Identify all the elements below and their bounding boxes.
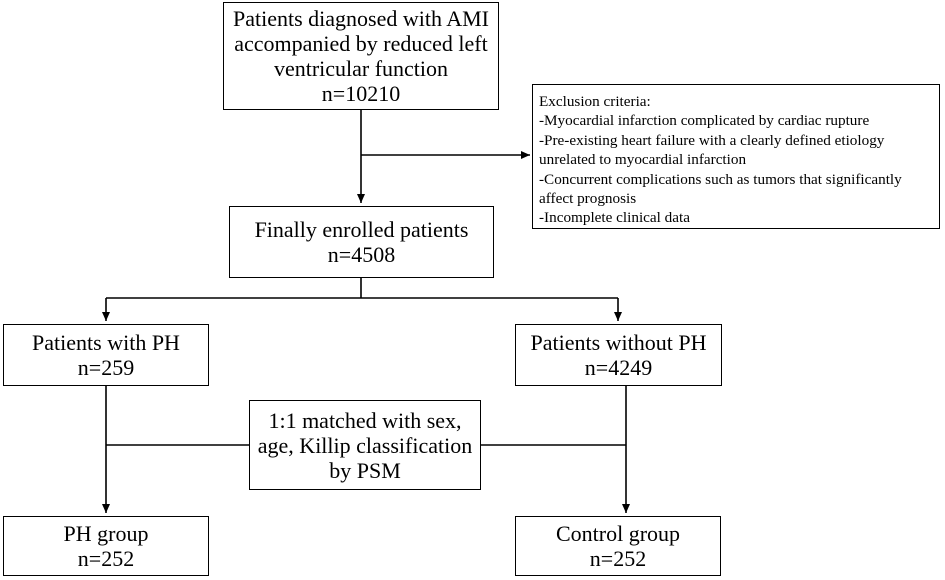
exclusion-criteria-box: Exclusion criteria: -Myocardial infarcti… — [532, 84, 940, 229]
with-ph-label: Patients with PH — [32, 330, 180, 355]
exclusion-item: -Incomplete clinical data — [539, 209, 690, 227]
exclusion-item: -Concurrent complications such as tumors… — [539, 170, 902, 188]
ph-group-label: PH group — [63, 521, 149, 546]
diagnosed-line-2: accompanied by reduced left — [234, 31, 488, 56]
enrolled-box: Finally enrolled patients n=4508 — [229, 206, 494, 278]
diagnosed-line-3: ventricular function — [273, 56, 449, 81]
diagnosed-line-1: Patients diagnosed with AMI — [232, 6, 490, 31]
diagnosed-count: n=10210 — [321, 81, 401, 106]
without-ph-count: n=4249 — [584, 355, 653, 380]
matching-line-2: age, Killip classification — [257, 432, 473, 458]
without-ph-box: Patients without PH n=4249 — [515, 324, 722, 386]
ph-group-box: PH group n=252 — [3, 516, 209, 576]
exclusion-item: unrelated to myocardial infarction — [539, 151, 747, 169]
ph-group-count: n=252 — [77, 546, 135, 571]
split-connector — [106, 278, 618, 299]
enrolled-label: Finally enrolled patients — [254, 217, 469, 242]
with-ph-count: n=259 — [77, 355, 135, 380]
matching-line-3: by PSM — [329, 457, 401, 483]
with-ph-box: Patients with PH n=259 — [3, 324, 209, 386]
control-group-count: n=252 — [589, 546, 647, 571]
exclusion-item: -Pre-existing heart failure with a clear… — [539, 131, 885, 149]
control-group-label: Control group — [555, 521, 681, 546]
control-group-box: Control group n=252 — [515, 516, 721, 576]
without-ph-label: Patients without PH — [530, 330, 707, 355]
diagnosed-box: Patients diagnosed with AMI accompanied … — [223, 2, 499, 110]
enrolled-count: n=4508 — [327, 242, 396, 267]
exclusion-item: affect prognosis — [539, 190, 637, 208]
matching-line-1: 1:1 matched with sex, — [268, 407, 462, 433]
exclusion-item: -Myocardial infarction complicated by ca… — [539, 112, 870, 130]
exclusion-title: Exclusion criteria: — [539, 93, 651, 110]
psm-matching-box: 1:1 matched with sex, age, Killip classi… — [249, 400, 481, 490]
